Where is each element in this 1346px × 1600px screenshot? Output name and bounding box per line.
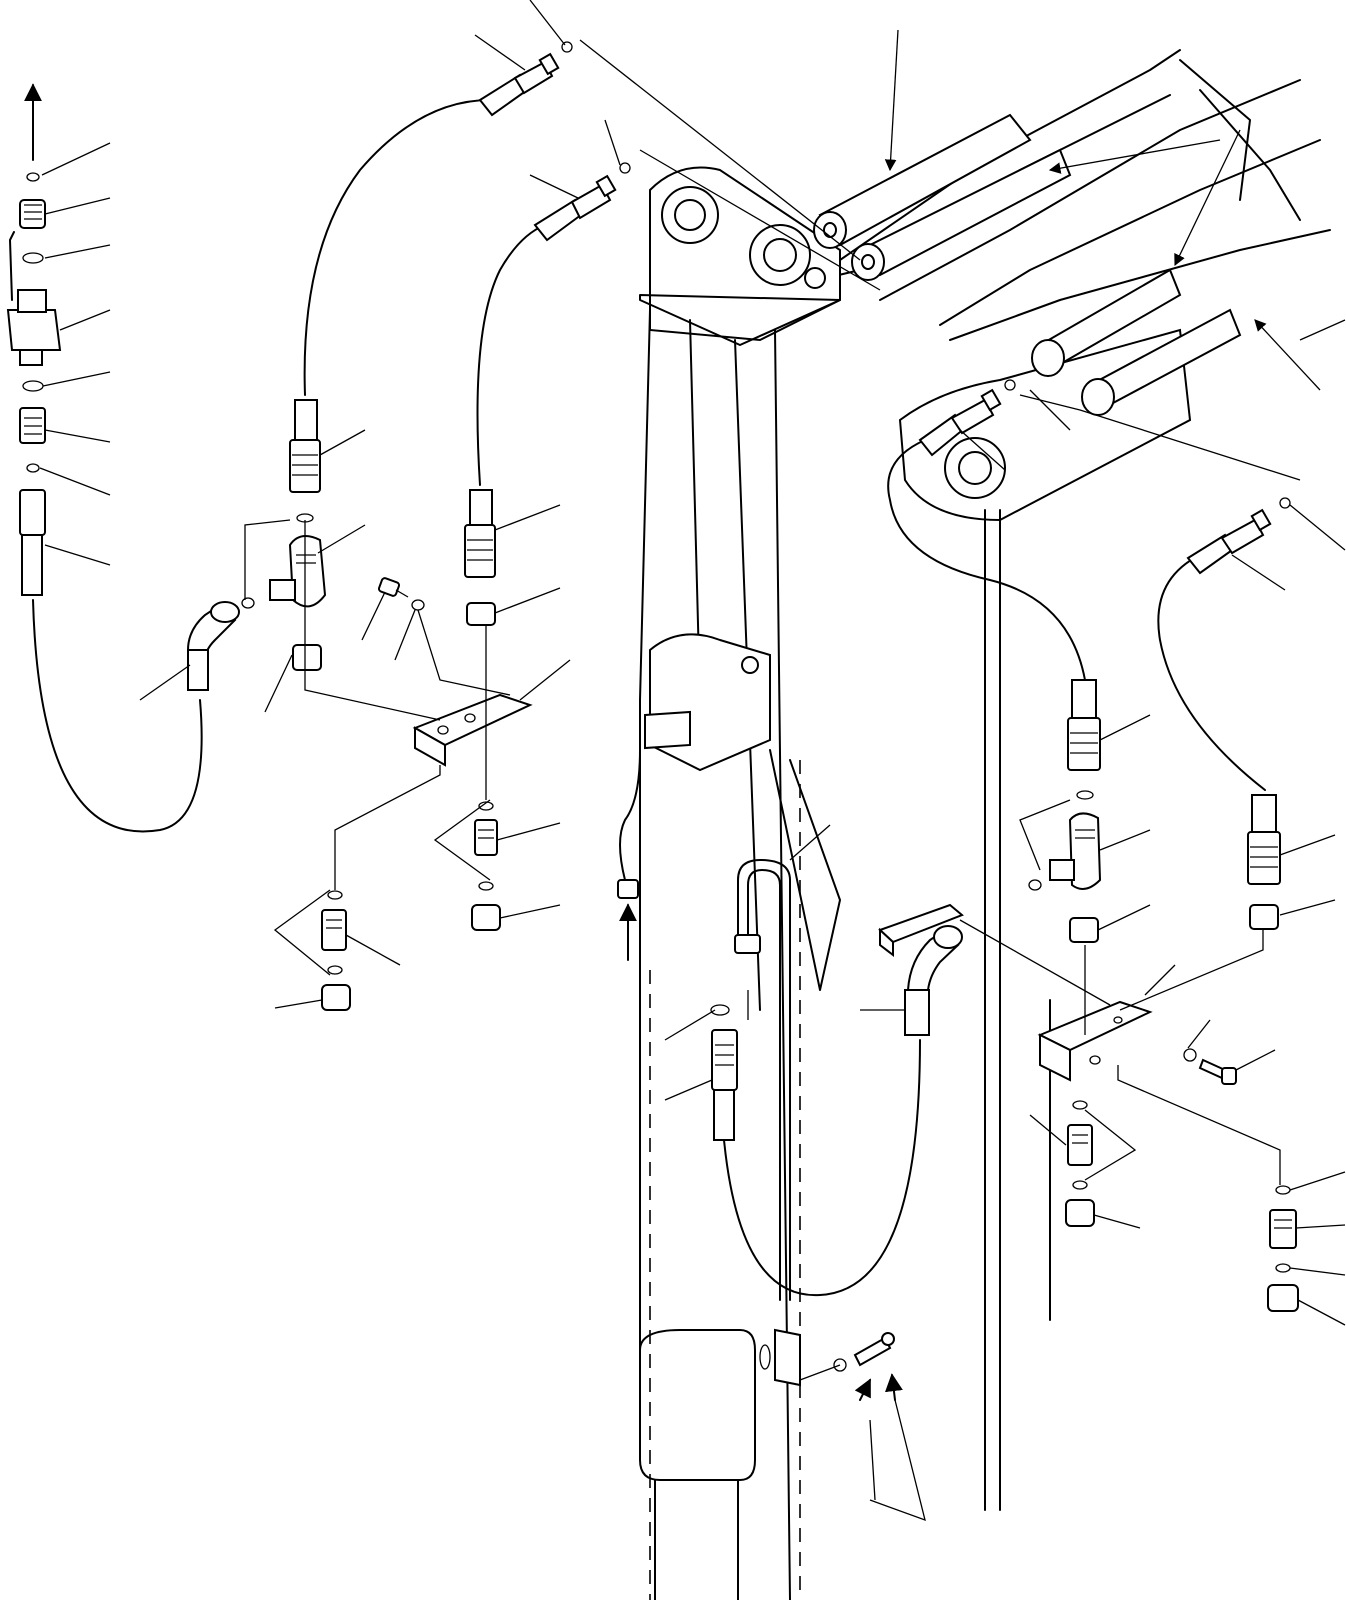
hose-end [1067,679,1101,771]
nut [1267,1284,1299,1312]
tee-fitting [269,535,327,608]
hose [476,224,546,486]
hose-loop [32,599,203,833]
nut [292,644,322,671]
cylinder-clamp [759,1328,801,1387]
nut [1249,904,1279,930]
nut [321,984,351,1011]
hose-end [289,399,321,493]
o-ring [327,890,343,900]
nut [471,904,501,931]
connector [1269,1209,1297,1249]
stop-valve [6,231,62,366]
connector [321,909,347,951]
mounting-bracket [412,693,533,767]
o-ring [1072,1100,1088,1110]
connector [474,819,498,856]
bolt [377,577,425,611]
quick-coupler [478,41,573,117]
hose-end [464,489,496,578]
o-ring [1028,879,1042,891]
boom-arm-structure [639,49,1331,1600]
center-hose-assembly [617,749,964,1401]
quick-coupler [533,162,631,242]
adapter-fitting [19,199,46,229]
o-ring [241,597,255,609]
o-ring [22,380,44,392]
tee-fitting [1049,812,1102,890]
quick-coupler [1186,497,1291,575]
o-ring [1072,1180,1088,1190]
elbow-hose-end [904,925,963,1036]
o-ring [26,463,40,473]
hose [303,99,491,396]
tee-and-hoses-left [269,41,631,1011]
nut [466,602,496,626]
nipple [19,407,46,444]
elbow-hose-end [187,601,240,691]
o-ring [478,801,494,811]
arrow-icon [884,1373,903,1401]
bolt [1183,1048,1237,1085]
hose-end [711,1029,738,1141]
nut [1065,1199,1095,1227]
mounting-bracket [1037,1000,1153,1082]
hose-end [1247,794,1281,885]
clamp-plate [878,903,964,958]
left-valve-assembly [6,83,255,833]
pipe-end [617,879,639,899]
o-ring [710,1004,730,1016]
tube-nut [734,934,761,954]
o-ring [478,881,494,891]
o-ring [26,172,40,182]
callout-leaders [39,0,1346,1522]
u-tube [737,859,791,1301]
connector [1067,1124,1093,1166]
right-hose-assembly [887,379,1301,1312]
u-tube [747,869,781,1301]
hose [887,439,1086,681]
o-ring [1076,790,1094,800]
hose-end [19,489,46,596]
quick-coupler [918,379,1016,457]
o-ring [22,252,44,264]
nut [1069,917,1099,943]
hose [723,1039,921,1297]
o-ring [327,965,343,975]
hose [1157,554,1266,791]
arrow-icon [854,1378,871,1401]
o-ring [1275,1185,1291,1195]
bolt [833,1332,895,1372]
o-ring [1275,1263,1291,1273]
pipe [619,749,641,881]
